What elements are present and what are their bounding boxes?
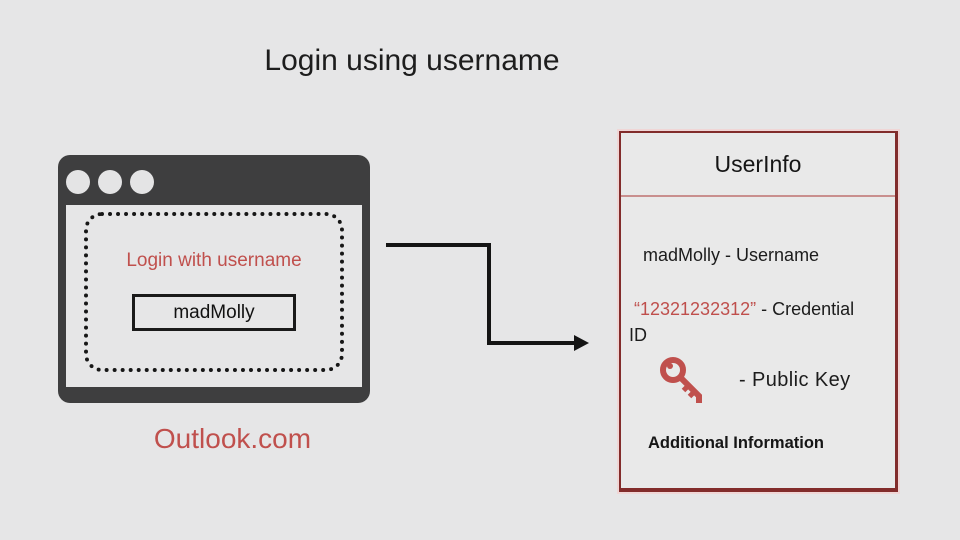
user-info-title: UserInfo: [621, 133, 895, 197]
username-row: madMolly - Username: [643, 245, 819, 266]
username-value: madMolly: [173, 301, 255, 323]
browser-window: Login with username madMolly: [58, 155, 370, 403]
window-controls: [66, 170, 154, 194]
page-title: Login using username: [264, 44, 560, 77]
window-dot-icon: [98, 170, 122, 194]
public-key-label: - Public Key: [739, 368, 851, 391]
username-field-label: - Username: [725, 245, 820, 265]
user-info-panel: UserInfo madMolly - Username “1232123231…: [619, 131, 898, 492]
key-icon: [660, 357, 702, 403]
site-caption: Outlook.com: [153, 423, 312, 454]
browser-content: Login with username madMolly: [66, 205, 362, 387]
credential-id-label: - Credential ID: [629, 299, 855, 345]
window-dot-icon: [66, 170, 90, 194]
login-form-outline: Login with username madMolly: [84, 212, 344, 372]
public-key-row: - Public Key: [657, 355, 851, 405]
window-dot-icon: [130, 170, 154, 194]
credential-row: “12321232312” - Credential ID: [629, 296, 869, 348]
credential-id-value: “12321232312”: [634, 299, 757, 319]
username-input[interactable]: madMolly: [132, 294, 296, 331]
connector-arrow: [386, 243, 589, 351]
username-field-value: madMolly: [643, 245, 721, 265]
login-prompt-label: Login with username: [126, 250, 302, 271]
additional-information-label: Additional Information: [648, 434, 824, 452]
